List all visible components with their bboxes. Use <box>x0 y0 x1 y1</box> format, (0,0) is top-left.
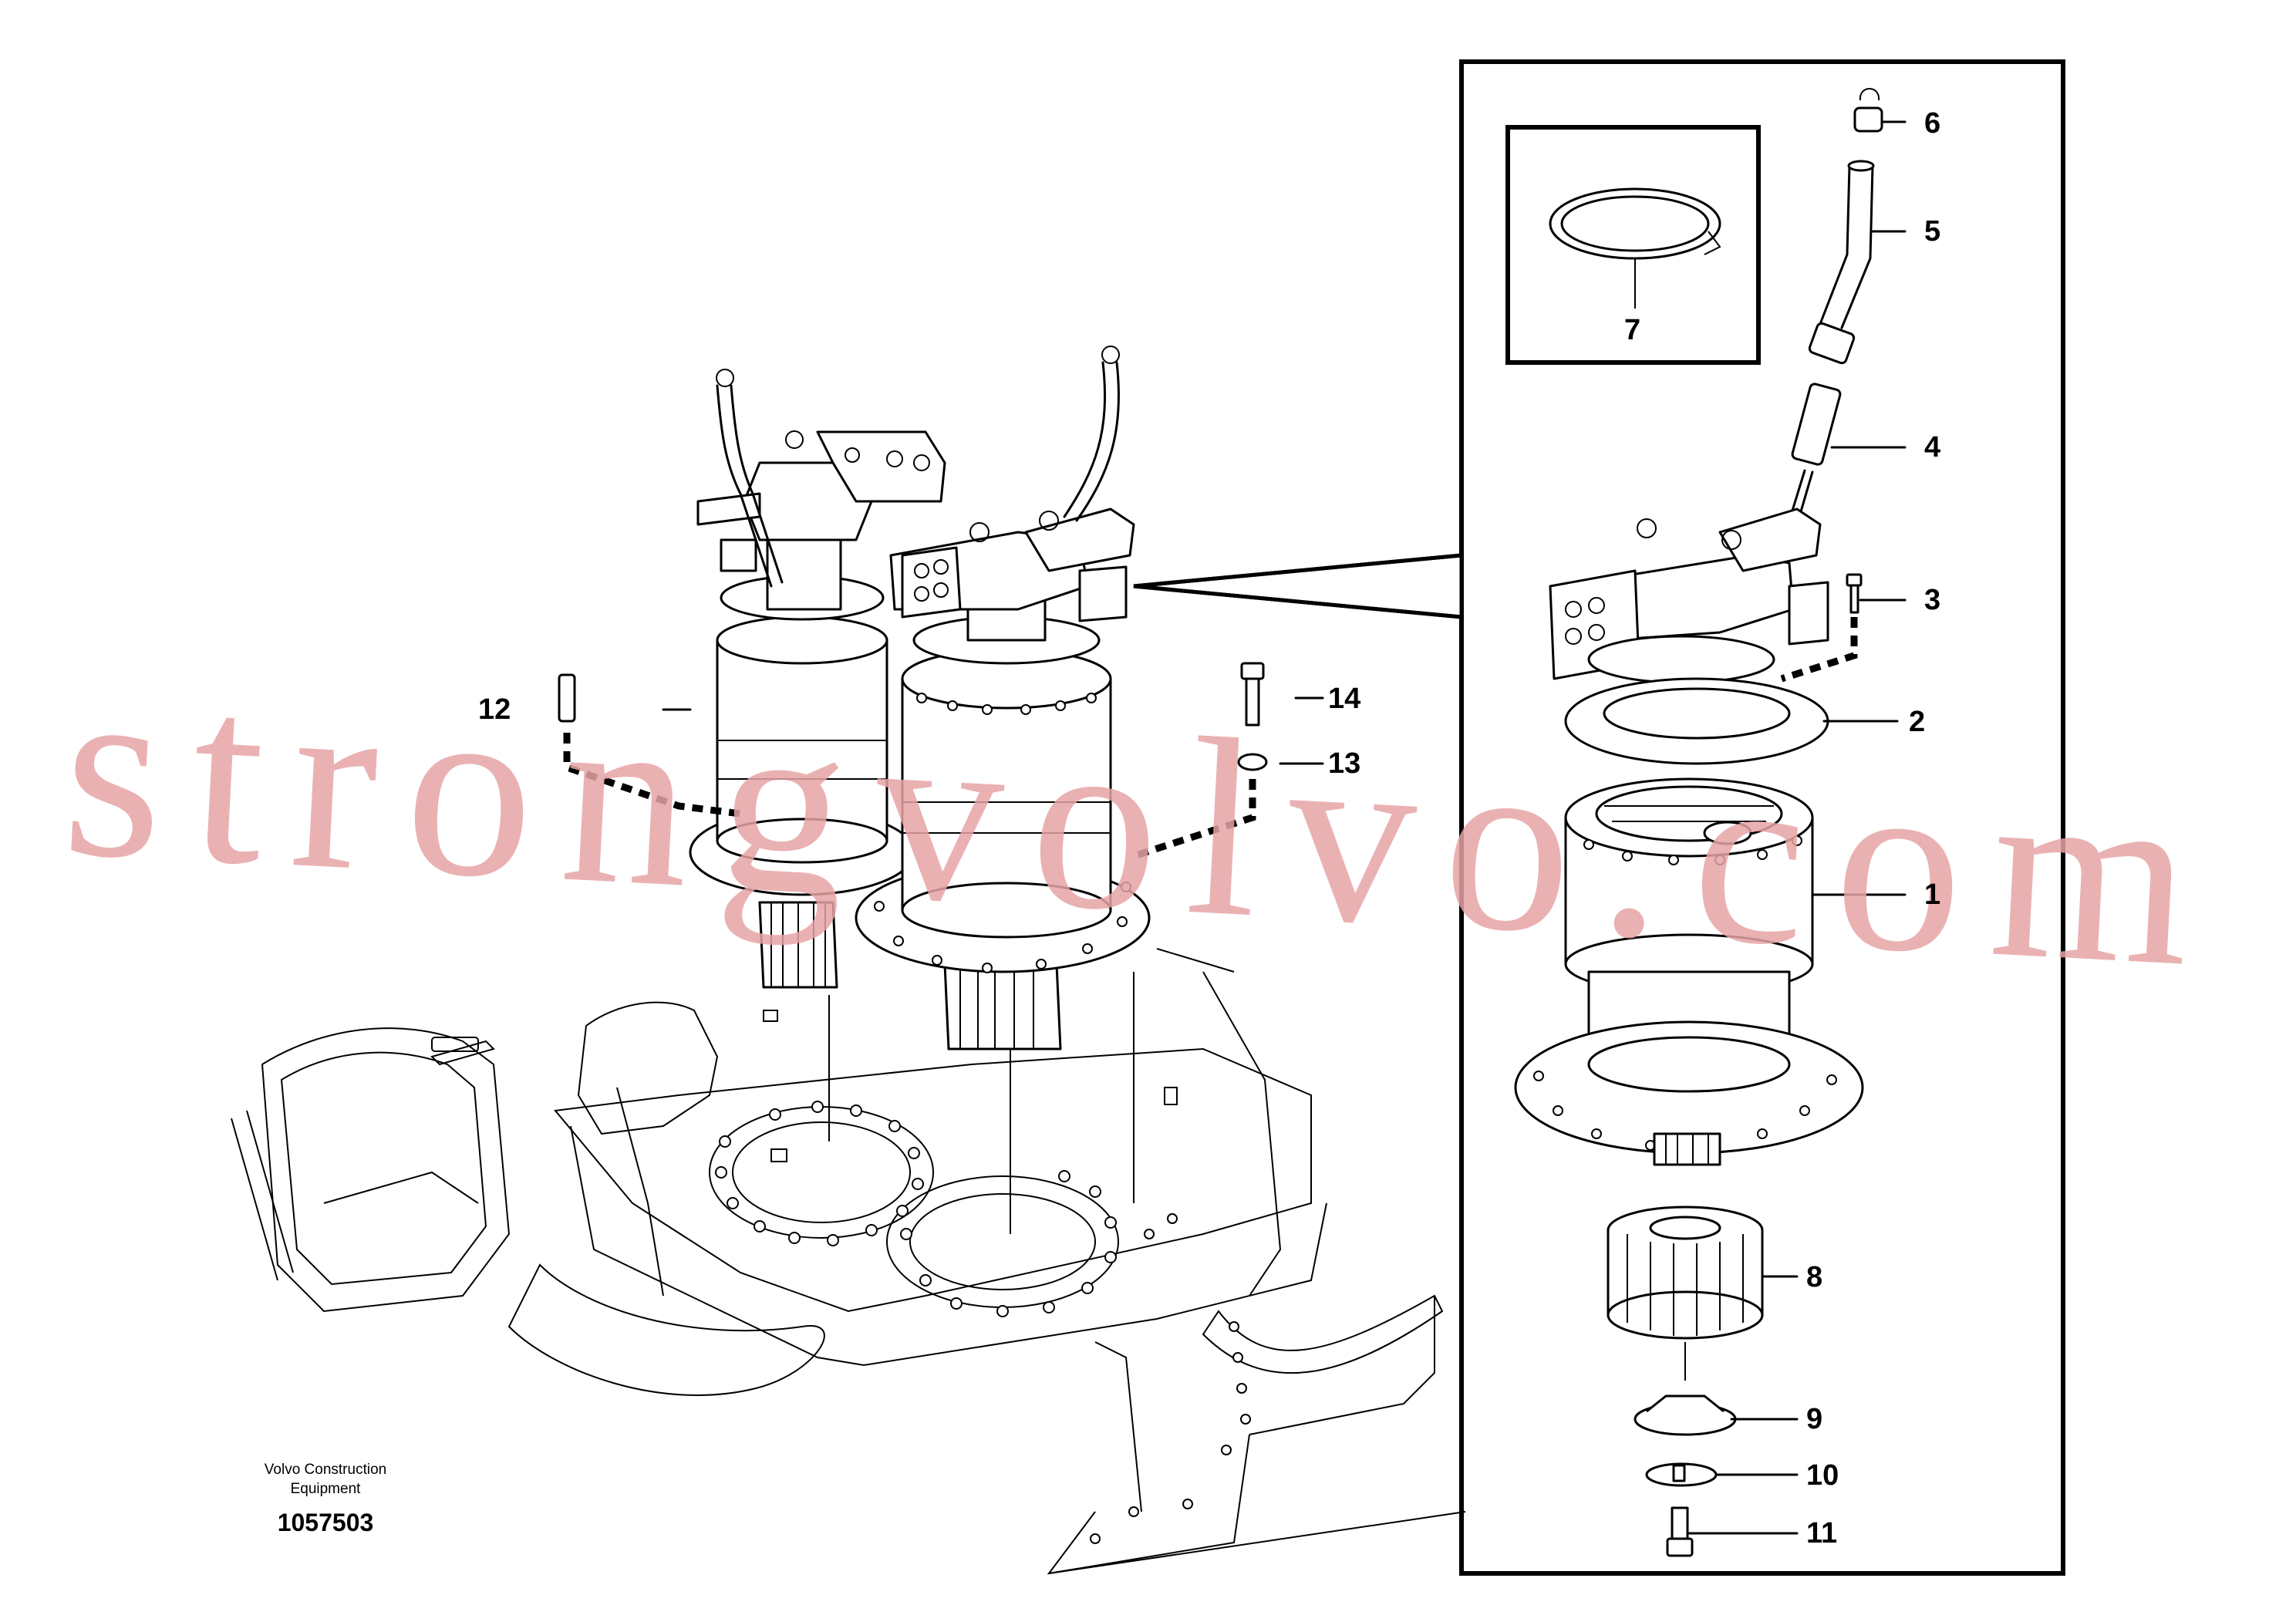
callout-14: 14 <box>1328 683 1360 715</box>
callout-10: 10 <box>1806 1459 1839 1492</box>
callout-1: 1 <box>1924 878 1940 911</box>
dowel-pin-12 <box>558 673 741 818</box>
swing-motor-assembly-front <box>855 346 1151 1050</box>
callout-8: 8 <box>1806 1261 1822 1293</box>
callout-numbers: 6 5 7 4 3 2 1 8 9 10 11 12 14 13 <box>478 107 1940 1549</box>
exploded-parts <box>1514 88 1883 1557</box>
upper-frame-drawing <box>231 948 1466 1575</box>
callout-3: 3 <box>1924 584 1940 616</box>
callout-9: 9 <box>1806 1403 1822 1435</box>
caption-company-line1: Volvo Construction <box>265 1462 386 1478</box>
document-number: 1057503 <box>278 1509 374 1536</box>
swing-motor-assembly-rear <box>689 369 946 989</box>
callout-13: 13 <box>1328 747 1360 780</box>
callout-11: 11 <box>1806 1517 1837 1549</box>
callout-7: 7 <box>1624 314 1640 346</box>
caption-company-line2: Equipment <box>291 1481 362 1497</box>
exploded-view-frame <box>1133 59 2065 1576</box>
callout-6: 6 <box>1924 107 1940 140</box>
watermark-text: strongvolvo.com <box>57 627 2227 1021</box>
bolt-14-and-washer-13 <box>1132 662 1268 860</box>
front-flange-bolts <box>874 882 1131 973</box>
callout-4: 4 <box>1924 431 1940 464</box>
callout-2: 2 <box>1909 706 1925 738</box>
callout-leaders <box>1687 120 1907 1535</box>
callout-12: 12 <box>478 693 511 726</box>
callout-5: 5 <box>1924 215 1940 248</box>
frame-bolt-holes <box>715 1101 1251 1544</box>
drawing-caption: Volvo Construction Equipment 1057503 <box>265 1462 386 1536</box>
front-housing-bolts <box>916 693 1097 715</box>
circlip-inset-frame <box>1505 125 1761 365</box>
detail-flange-bolts <box>1533 835 1837 1151</box>
